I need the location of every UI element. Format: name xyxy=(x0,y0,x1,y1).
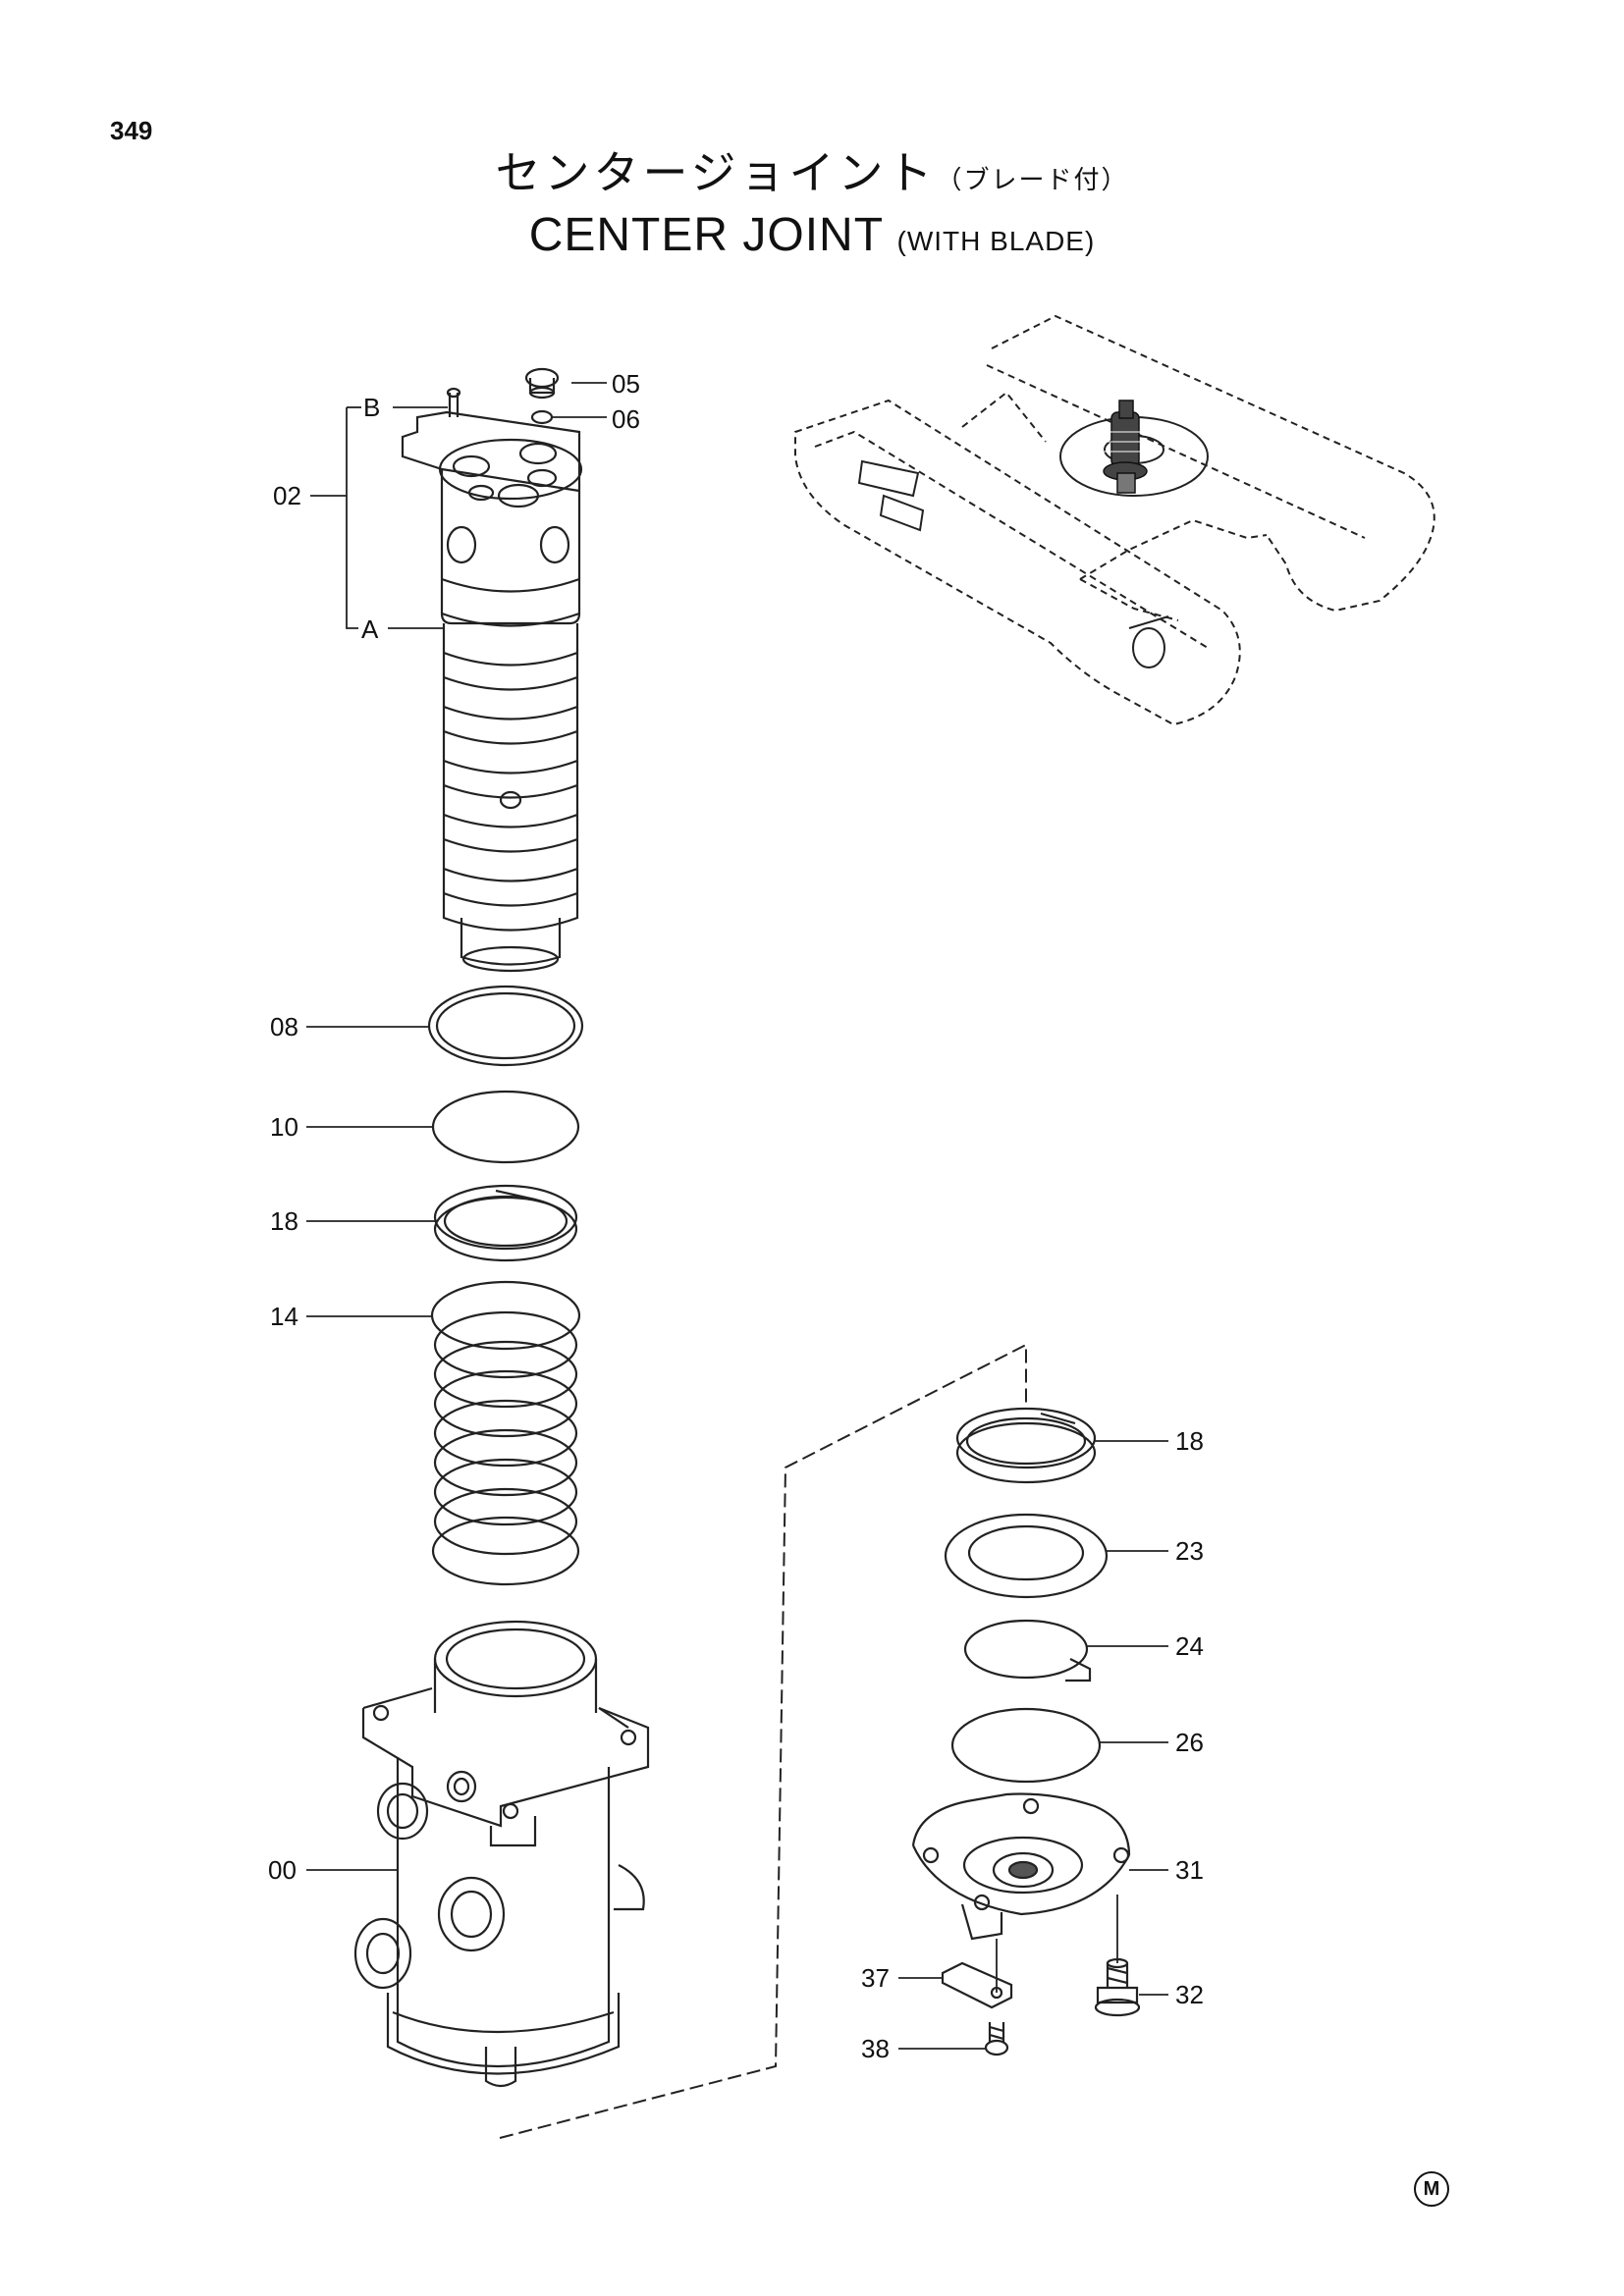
seal-ring-part-08 xyxy=(427,985,584,1067)
spindle-part-02 xyxy=(401,387,583,973)
callout-24: 24 xyxy=(1175,1631,1204,1661)
title-en-main: CENTER JOINT xyxy=(528,209,884,261)
title-english: CENTER JOINT (WITH BLADE) xyxy=(0,208,1624,262)
callout-10: 10 xyxy=(270,1112,298,1142)
callout-02: 02 xyxy=(273,481,301,510)
title-jp-sub: （ブレード付） xyxy=(936,166,1129,195)
crawler-details xyxy=(857,416,1209,668)
callout-38: 38 xyxy=(861,2034,890,2063)
explode-leader xyxy=(499,1343,1027,2139)
title-jp-main: センタージョイント xyxy=(495,146,937,199)
leader-lines xyxy=(306,382,1168,2050)
callout-14: 14 xyxy=(270,1302,298,1331)
o-ring-part-10 xyxy=(431,1090,580,1164)
seal-stack-part-14 xyxy=(430,1280,581,1586)
crawler-joint-highlight xyxy=(1098,400,1151,494)
title-block: センタージョイント（ブレード付） CENTER JOINT (WITH BLAD… xyxy=(0,137,1624,262)
callout-05: 05 xyxy=(612,369,640,399)
body-part-00 xyxy=(353,1620,650,2088)
callout-08: 08 xyxy=(270,1012,298,1041)
stopper-part-37 xyxy=(941,1961,1013,2009)
page-number: 349 xyxy=(110,116,153,145)
bolt-part-05 xyxy=(524,367,560,400)
title-japanese: センタージョイント（ブレード付） xyxy=(0,137,1624,202)
maker-mark-icon: M xyxy=(1414,2171,1449,2207)
callout-00: 00 xyxy=(268,1855,297,1885)
undercarriage-crawler-drawing xyxy=(794,314,1435,726)
ring-part-18-right xyxy=(955,1407,1097,1484)
title-en-sub: (WITH BLADE) xyxy=(896,226,1096,256)
screw-part-38 xyxy=(984,2022,1009,2056)
callout-18-right: 18 xyxy=(1175,1426,1204,1456)
callout-32: 32 xyxy=(1175,1980,1204,2009)
bolt-part-32 xyxy=(1094,1957,1141,2017)
callout-31: 31 xyxy=(1175,1855,1204,1885)
snap-ring-part-24 xyxy=(963,1619,1092,1682)
callout-26: 26 xyxy=(1175,1728,1204,1757)
cover-part-31 xyxy=(911,1792,1131,1941)
ring-part-18-left xyxy=(433,1184,578,1262)
callout-18-left: 18 xyxy=(270,1206,298,1236)
o-ring-part-26 xyxy=(950,1707,1102,1784)
callout-37: 37 xyxy=(861,1963,890,1993)
callout-23: 23 xyxy=(1175,1536,1204,1566)
o-ring-part-06 xyxy=(530,409,554,425)
plate-part-23 xyxy=(944,1513,1109,1599)
callout-06: 06 xyxy=(612,404,640,434)
callout-A: A xyxy=(361,614,379,644)
callout-B: B xyxy=(363,393,380,422)
